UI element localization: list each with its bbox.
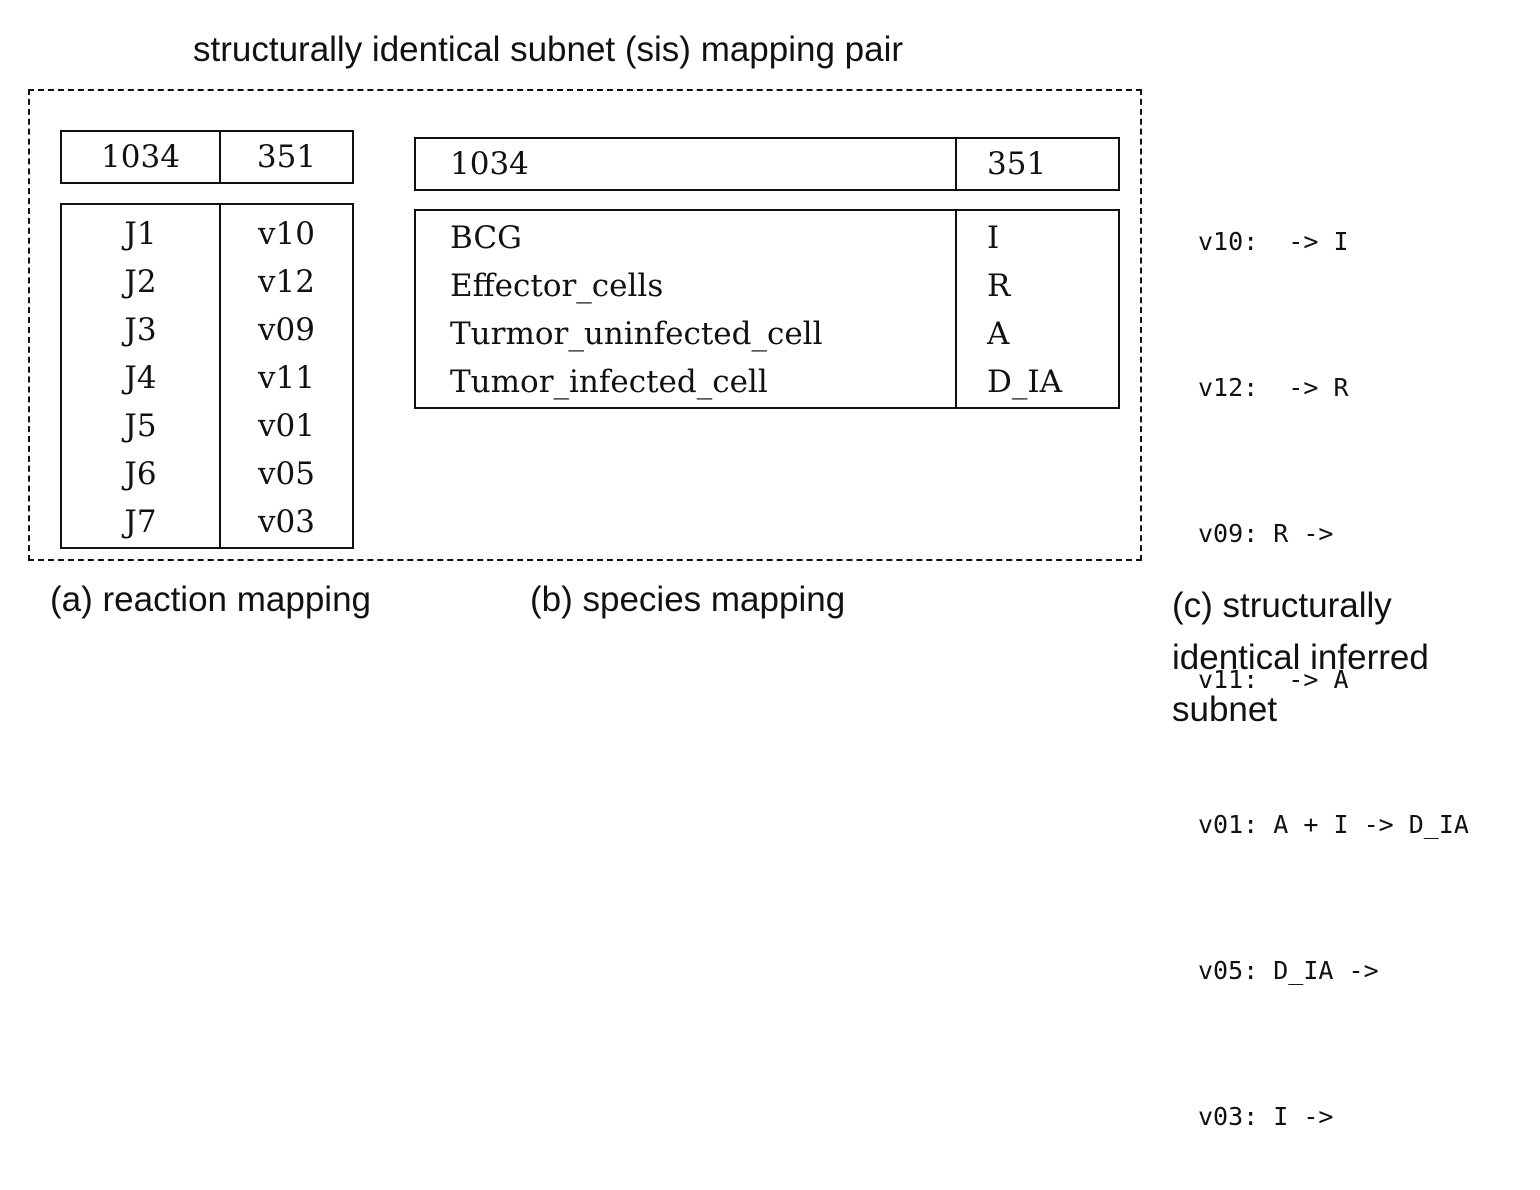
subnet-reaction: v01: A + I -> D_IA <box>1198 810 1469 840</box>
caption-inferred-subnet: (c) structurally identical inferred subn… <box>1172 580 1532 736</box>
reaction-header-left: 1034 <box>101 139 180 175</box>
species-left-column: BCG Effector_cells Turmor_uninfected_cel… <box>416 211 955 407</box>
reaction-left-cell: J7 <box>124 504 157 540</box>
reaction-left-cell: J6 <box>124 456 157 492</box>
subnet-reaction: v03: I -> <box>1198 1101 1334 1131</box>
reaction-left-column: J1 J2 J3 J4 J5 J6 J7 <box>62 205 219 547</box>
caption-line: identical inferred <box>1172 638 1429 677</box>
species-left-cell: Turmor_uninfected_cell <box>450 316 823 352</box>
subnet-reaction: v10: -> I <box>1198 227 1349 257</box>
subnet-reaction: v09: R -> <box>1198 518 1334 548</box>
reaction-right-cell: v09 <box>258 312 315 348</box>
reaction-right-cell: v01 <box>258 408 315 444</box>
subnet-reaction: v05: D_IA -> <box>1198 956 1379 986</box>
reaction-left-cell: J5 <box>124 408 157 444</box>
reaction-left-cell: J1 <box>124 216 157 252</box>
species-right-cell: R <box>987 268 1011 304</box>
reaction-left-cell: J4 <box>124 360 157 396</box>
sis-mapping-pair-frame <box>28 89 1142 561</box>
species-header-right: 351 <box>987 146 1047 182</box>
subnet-reaction: v11: -> A <box>1198 664 1349 694</box>
reaction-right-column: v10 v12 v09 v11 v01 v05 v03 <box>219 205 352 547</box>
reaction-right-cell: v03 <box>258 504 315 540</box>
species-mapping-table: BCG Effector_cells Turmor_uninfected_cel… <box>414 209 1120 409</box>
species-header-left: 1034 <box>450 146 529 182</box>
species-left-cell: BCG <box>450 220 522 256</box>
reaction-left-cell: J2 <box>124 264 157 300</box>
reaction-right-cell: v10 <box>258 216 315 252</box>
caption-species-mapping: (b) species mapping <box>530 580 846 619</box>
caption-line: (c) structurally <box>1172 586 1392 625</box>
species-right-cell: I <box>987 220 1000 256</box>
caption-reaction-mapping: (a) reaction mapping <box>50 580 371 619</box>
species-right-cell: A <box>987 316 1010 352</box>
reaction-header-right: 351 <box>256 139 317 175</box>
species-mapping-header: 1034 351 <box>414 137 1120 191</box>
caption-line: subnet <box>1172 690 1278 729</box>
figure-title: structurally identical subnet (sis) mapp… <box>193 30 904 69</box>
reaction-right-cell: v05 <box>258 456 315 492</box>
reaction-mapping-header: 1034 351 <box>60 130 354 184</box>
reaction-mapping-table: J1 J2 J3 J4 J5 J6 J7 v10 v12 v09 v11 v01… <box>60 203 354 549</box>
species-right-cell: D_IA <box>987 364 1062 400</box>
reaction-left-cell: J3 <box>124 312 157 348</box>
subnet-reaction: v12: -> R <box>1198 372 1349 402</box>
reaction-right-cell: v11 <box>258 360 315 396</box>
species-left-cell: Tumor_infected_cell <box>450 364 768 400</box>
reaction-right-cell: v12 <box>258 264 315 300</box>
species-right-column: I R A D_IA <box>955 211 1118 407</box>
species-left-cell: Effector_cells <box>450 268 664 304</box>
